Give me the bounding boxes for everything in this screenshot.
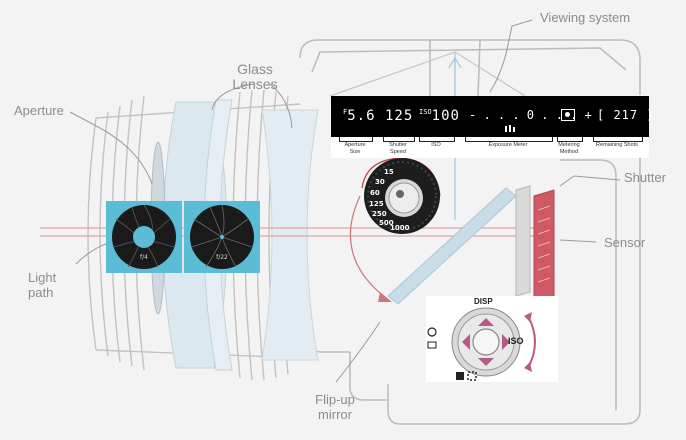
- lcd-bracket-remaining: [593, 137, 643, 142]
- flip-up-mirror-label-line1: Flip-up: [315, 392, 355, 407]
- lcd-shutter: 125: [385, 108, 414, 124]
- lcd-screen: F5.6 125 ISO100 - . . . 0 . . . + [ 217 …: [331, 96, 654, 137]
- mirror-flip-arrowhead: [378, 292, 392, 302]
- lcd-aperture-value: 5.6: [347, 108, 376, 124]
- iris-f4-tile: f/4: [106, 201, 182, 273]
- lcd-caption-metering: Metering Method: [558, 142, 580, 155]
- dial-value-125: 125: [369, 200, 384, 208]
- lcd-remaining-shots: [ 217 ]: [597, 108, 655, 122]
- shutter-dial-values: 15 30 60 125 250 500 1000: [364, 158, 440, 234]
- control-pad-panel: DISP ISO: [426, 296, 558, 382]
- dial-value-30: 30: [375, 178, 385, 186]
- lcd-caption-remaining: Remaining Shots: [596, 142, 638, 148]
- dial-value-500: 500: [379, 219, 394, 227]
- iris-f22-diagram: [190, 204, 254, 269]
- lcd-iso-prefix: ISO: [419, 108, 432, 116]
- pointer-lines: [69, 19, 621, 383]
- light-path-label-line2: path: [28, 285, 54, 300]
- iso-label: ISO: [508, 336, 524, 346]
- metering-method-icon: [561, 109, 575, 121]
- lcd-bracket-aperture: [339, 137, 373, 142]
- sensor-label: Sensor: [604, 235, 646, 250]
- disp-label: DISP: [474, 297, 493, 306]
- light-path-label-line1: Light: [28, 270, 57, 285]
- lcd-bracket-iso: [419, 137, 455, 142]
- shutter-dial: [361, 157, 441, 234]
- lcd-info-panel: F5.6 125 ISO100 - . . . 0 . . . + [ 217 …: [331, 96, 654, 158]
- lcd-caption-aperture: Aperture Size: [344, 142, 366, 155]
- light-path-label: Light path: [28, 270, 56, 300]
- lcd-caption-iso: ISO: [431, 142, 441, 148]
- lcd-bracket-exposure: [465, 137, 553, 142]
- dial-value-15: 15: [384, 168, 394, 176]
- dial-value-250: 250: [372, 210, 387, 218]
- glass-lenses-label-line1: Glass: [237, 61, 273, 77]
- glass-lenses-label-line2: Lenses: [232, 76, 278, 92]
- iris-f4-label: f/4: [140, 254, 148, 261]
- control-pad-diagram: [427, 307, 536, 381]
- shutter-sensor: [515, 185, 555, 303]
- prism: [329, 51, 526, 97]
- flip-up-mirror-label: Flip-up mirror: [304, 392, 366, 422]
- iris-f4-diagram: [112, 204, 176, 269]
- lcd-caption-shutter: Shutter Speed: [389, 142, 407, 155]
- glass-lenses-label: Glass Lenses: [232, 62, 278, 92]
- lcd-bracket-metering: [557, 137, 583, 142]
- viewing-system-label: Viewing system: [540, 10, 631, 25]
- shutter-label: Shutter: [624, 170, 666, 185]
- lcd-iso: ISO100: [419, 108, 460, 124]
- iris-f22-label: f/22: [216, 254, 228, 261]
- lcd-aperture-prefix: F: [343, 108, 348, 116]
- lcd-aperture: F5.6: [343, 108, 376, 124]
- aperture-label: Aperture: [14, 103, 64, 118]
- dial-value-1000: 1000: [390, 224, 410, 232]
- flip-up-mirror-label-line2: mirror: [318, 407, 352, 422]
- lcd-iso-value: 100: [431, 108, 460, 124]
- lcd-bracket-shutter: [383, 137, 415, 142]
- lcd-meter-bars: [505, 125, 517, 132]
- mirror-flip-arrow: [349, 195, 387, 299]
- iris-f22-tile: f/22: [184, 201, 260, 273]
- lcd-caption-exposure: Exposure Meter: [488, 142, 528, 148]
- dial-value-60: 60: [370, 189, 380, 197]
